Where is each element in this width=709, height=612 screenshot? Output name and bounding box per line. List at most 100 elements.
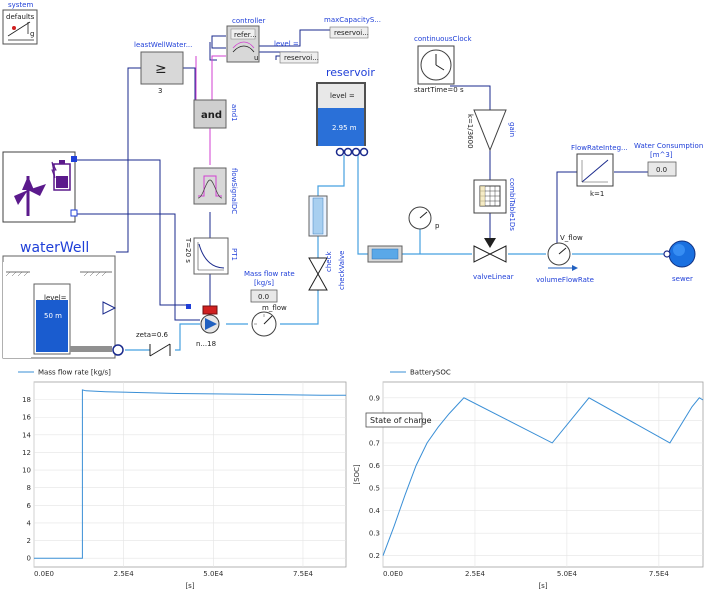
- y-tick-label: 0: [27, 555, 31, 563]
- x-tick-label: 5.0E4: [203, 570, 224, 578]
- fluid-connections: [125, 155, 666, 351]
- energy-source-icon[interactable]: [2, 151, 78, 223]
- mass-flow-display[interactable]: Mass flow rate [kg/s] 0.0 m_flow: [244, 270, 295, 312]
- water-consumption-title: Water Consumption: [634, 142, 703, 150]
- y-tick-label: 0.6: [369, 462, 381, 470]
- sewer-block[interactable]: sewer: [663, 240, 696, 283]
- valve-linear-label: valveLinear: [473, 273, 514, 281]
- sewer-label: sewer: [672, 275, 693, 283]
- pump-block[interactable]: n...18: [186, 304, 220, 348]
- reservoir-block[interactable]: reservoir level = 2.95 m: [316, 66, 375, 157]
- valve-linear[interactable]: valveLinear: [473, 238, 514, 281]
- flow-integ-label: FlowRateInteg...: [571, 144, 628, 152]
- zeta-label: zeta=0.6: [136, 331, 169, 339]
- volume-flow-label: volumeFlowRate: [536, 276, 594, 284]
- check-valve[interactable]: check checkValve: [308, 195, 346, 291]
- battery-soc-plot[interactable]: 0.0E0 2.5E4 5.0E4 7.5E4 0.2 0.3 0.4 0.5 0.6 0.7 0.…: [353, 369, 704, 591]
- x-tick-label: 0.0E0: [383, 570, 403, 578]
- refer-label: refer...: [234, 31, 257, 39]
- y-tick-label: 0.4: [369, 507, 381, 515]
- reservoir-level-label: level =: [274, 40, 299, 48]
- controller-block[interactable]: controller refer... u: [226, 17, 266, 63]
- water-consumption-display[interactable]: Water Consumption [m^3] 0.0: [634, 142, 703, 177]
- y-tick-label: 2: [27, 537, 31, 545]
- reservoir-ref-input-1[interactable]: reservoi...: [329, 26, 369, 39]
- y-tick-label: 6: [27, 502, 32, 510]
- p-label: p: [435, 222, 440, 230]
- waterwell-title: waterWell: [20, 240, 89, 256]
- svg-text:reservoi...: reservoi...: [334, 29, 369, 37]
- y-tick-label: 8: [27, 484, 31, 492]
- y-tick-label: 16: [22, 414, 31, 422]
- water-consumption-value: 0.0: [656, 166, 667, 174]
- reservoir-ref-input-2[interactable]: reservoi...: [279, 51, 319, 64]
- gain-block[interactable]: gain k=1/3600: [466, 109, 516, 152]
- signal-connections: [75, 29, 648, 321]
- gain-name: gain: [508, 122, 516, 137]
- start-time-label: startTime=0 s: [414, 86, 464, 94]
- comb-table-label: combiTable1Ds: [508, 178, 516, 231]
- y-axis-label: [SOC]: [353, 464, 361, 485]
- volume-flow-sensor-gauge[interactable]: V_flow volumeFlowRate: [536, 234, 594, 284]
- pipe-segment[interactable]: [367, 245, 403, 263]
- pump-name: n...18: [196, 340, 216, 348]
- u-label: u: [254, 54, 258, 62]
- x-tick-label: 0.0E0: [34, 570, 54, 578]
- system-label: system: [8, 1, 33, 9]
- legend-label: Mass flow rate [kg/s]: [38, 369, 111, 377]
- plot-area: [382, 381, 704, 568]
- y-tick-label: 12: [22, 449, 31, 457]
- x-axis-label: [s]: [185, 582, 194, 590]
- x-axis-label: [s]: [538, 582, 547, 590]
- water-well-block[interactable]: waterWell level= 50 m: [2, 240, 124, 359]
- y-tick-label: 0.5: [369, 485, 380, 493]
- continuous-clock-block[interactable]: continuousClock startTime=0 s: [414, 35, 472, 94]
- x-tick-label: 2.5E4: [114, 570, 135, 578]
- flow-dc-name: flowSignalDC: [230, 168, 238, 214]
- controller-label: controller: [232, 17, 266, 25]
- least-well-water-block[interactable]: leastWellWater... ≥ 3: [134, 41, 192, 95]
- boolean-connections: [195, 55, 226, 165]
- check-valve-label: checkValve: [338, 251, 346, 290]
- y-tick-label: 0.9: [369, 394, 380, 402]
- pt1-block[interactable]: PT1 T=20 s: [184, 237, 238, 275]
- x-tick-label: 7.5E4: [649, 570, 670, 578]
- flow-rate-integrator-block[interactable]: FlowRateInteg... k=1: [571, 144, 628, 198]
- and-name: and1: [230, 104, 238, 122]
- mass-flow-sensor-gauge[interactable]: [251, 311, 277, 337]
- well-level-label: level=: [44, 294, 67, 302]
- x-tick-label: 5.0E4: [557, 570, 578, 578]
- system-defaults-block[interactable]: system defaults g: [2, 1, 38, 45]
- x-tick-label: 2.5E4: [465, 570, 486, 578]
- legend-label: BatterySOC: [410, 369, 451, 377]
- k1-label: k=1: [590, 190, 604, 198]
- y-tick-label: 10: [22, 467, 31, 475]
- mass-flow-value: 0.0: [258, 293, 269, 301]
- plot-area: [33, 381, 347, 568]
- series-line: [34, 389, 346, 559]
- continuous-clock-label: continuousClock: [414, 35, 472, 43]
- annotation-box: [365, 412, 423, 428]
- reservoir-title: reservoir: [326, 66, 375, 79]
- pressure-sensor-gauge[interactable]: p: [408, 206, 440, 230]
- reservoir-level-label: level =: [330, 92, 355, 100]
- model-diagram: system defaults g controller refer... u …: [2, 1, 703, 359]
- and-symbol: and: [201, 110, 222, 121]
- y-tick-label: 4: [27, 519, 32, 527]
- flow-signal-dc-block[interactable]: flowSignalDC: [193, 167, 238, 214]
- three-label: 3: [158, 87, 162, 95]
- pt1-param: T=20 s: [184, 237, 192, 263]
- v-flow-label: V_flow: [560, 234, 583, 242]
- zeta-resistance[interactable]: zeta=0.6: [136, 331, 171, 357]
- water-consumption-unit: [m^3]: [650, 151, 673, 159]
- and-block[interactable]: and and1: [193, 99, 238, 129]
- y-tick-label: 0.3: [369, 530, 380, 538]
- least-well-label: leastWellWater...: [134, 41, 192, 49]
- y-tick-label: 0.7: [369, 439, 380, 447]
- ge-symbol: ≥: [155, 61, 167, 77]
- combi-table-block[interactable]: combiTable1Ds: [473, 178, 516, 231]
- annotation-label: State of charge: [370, 416, 432, 425]
- pt1-name: PT1: [230, 248, 238, 261]
- y-tick-label: 0.2: [369, 552, 380, 560]
